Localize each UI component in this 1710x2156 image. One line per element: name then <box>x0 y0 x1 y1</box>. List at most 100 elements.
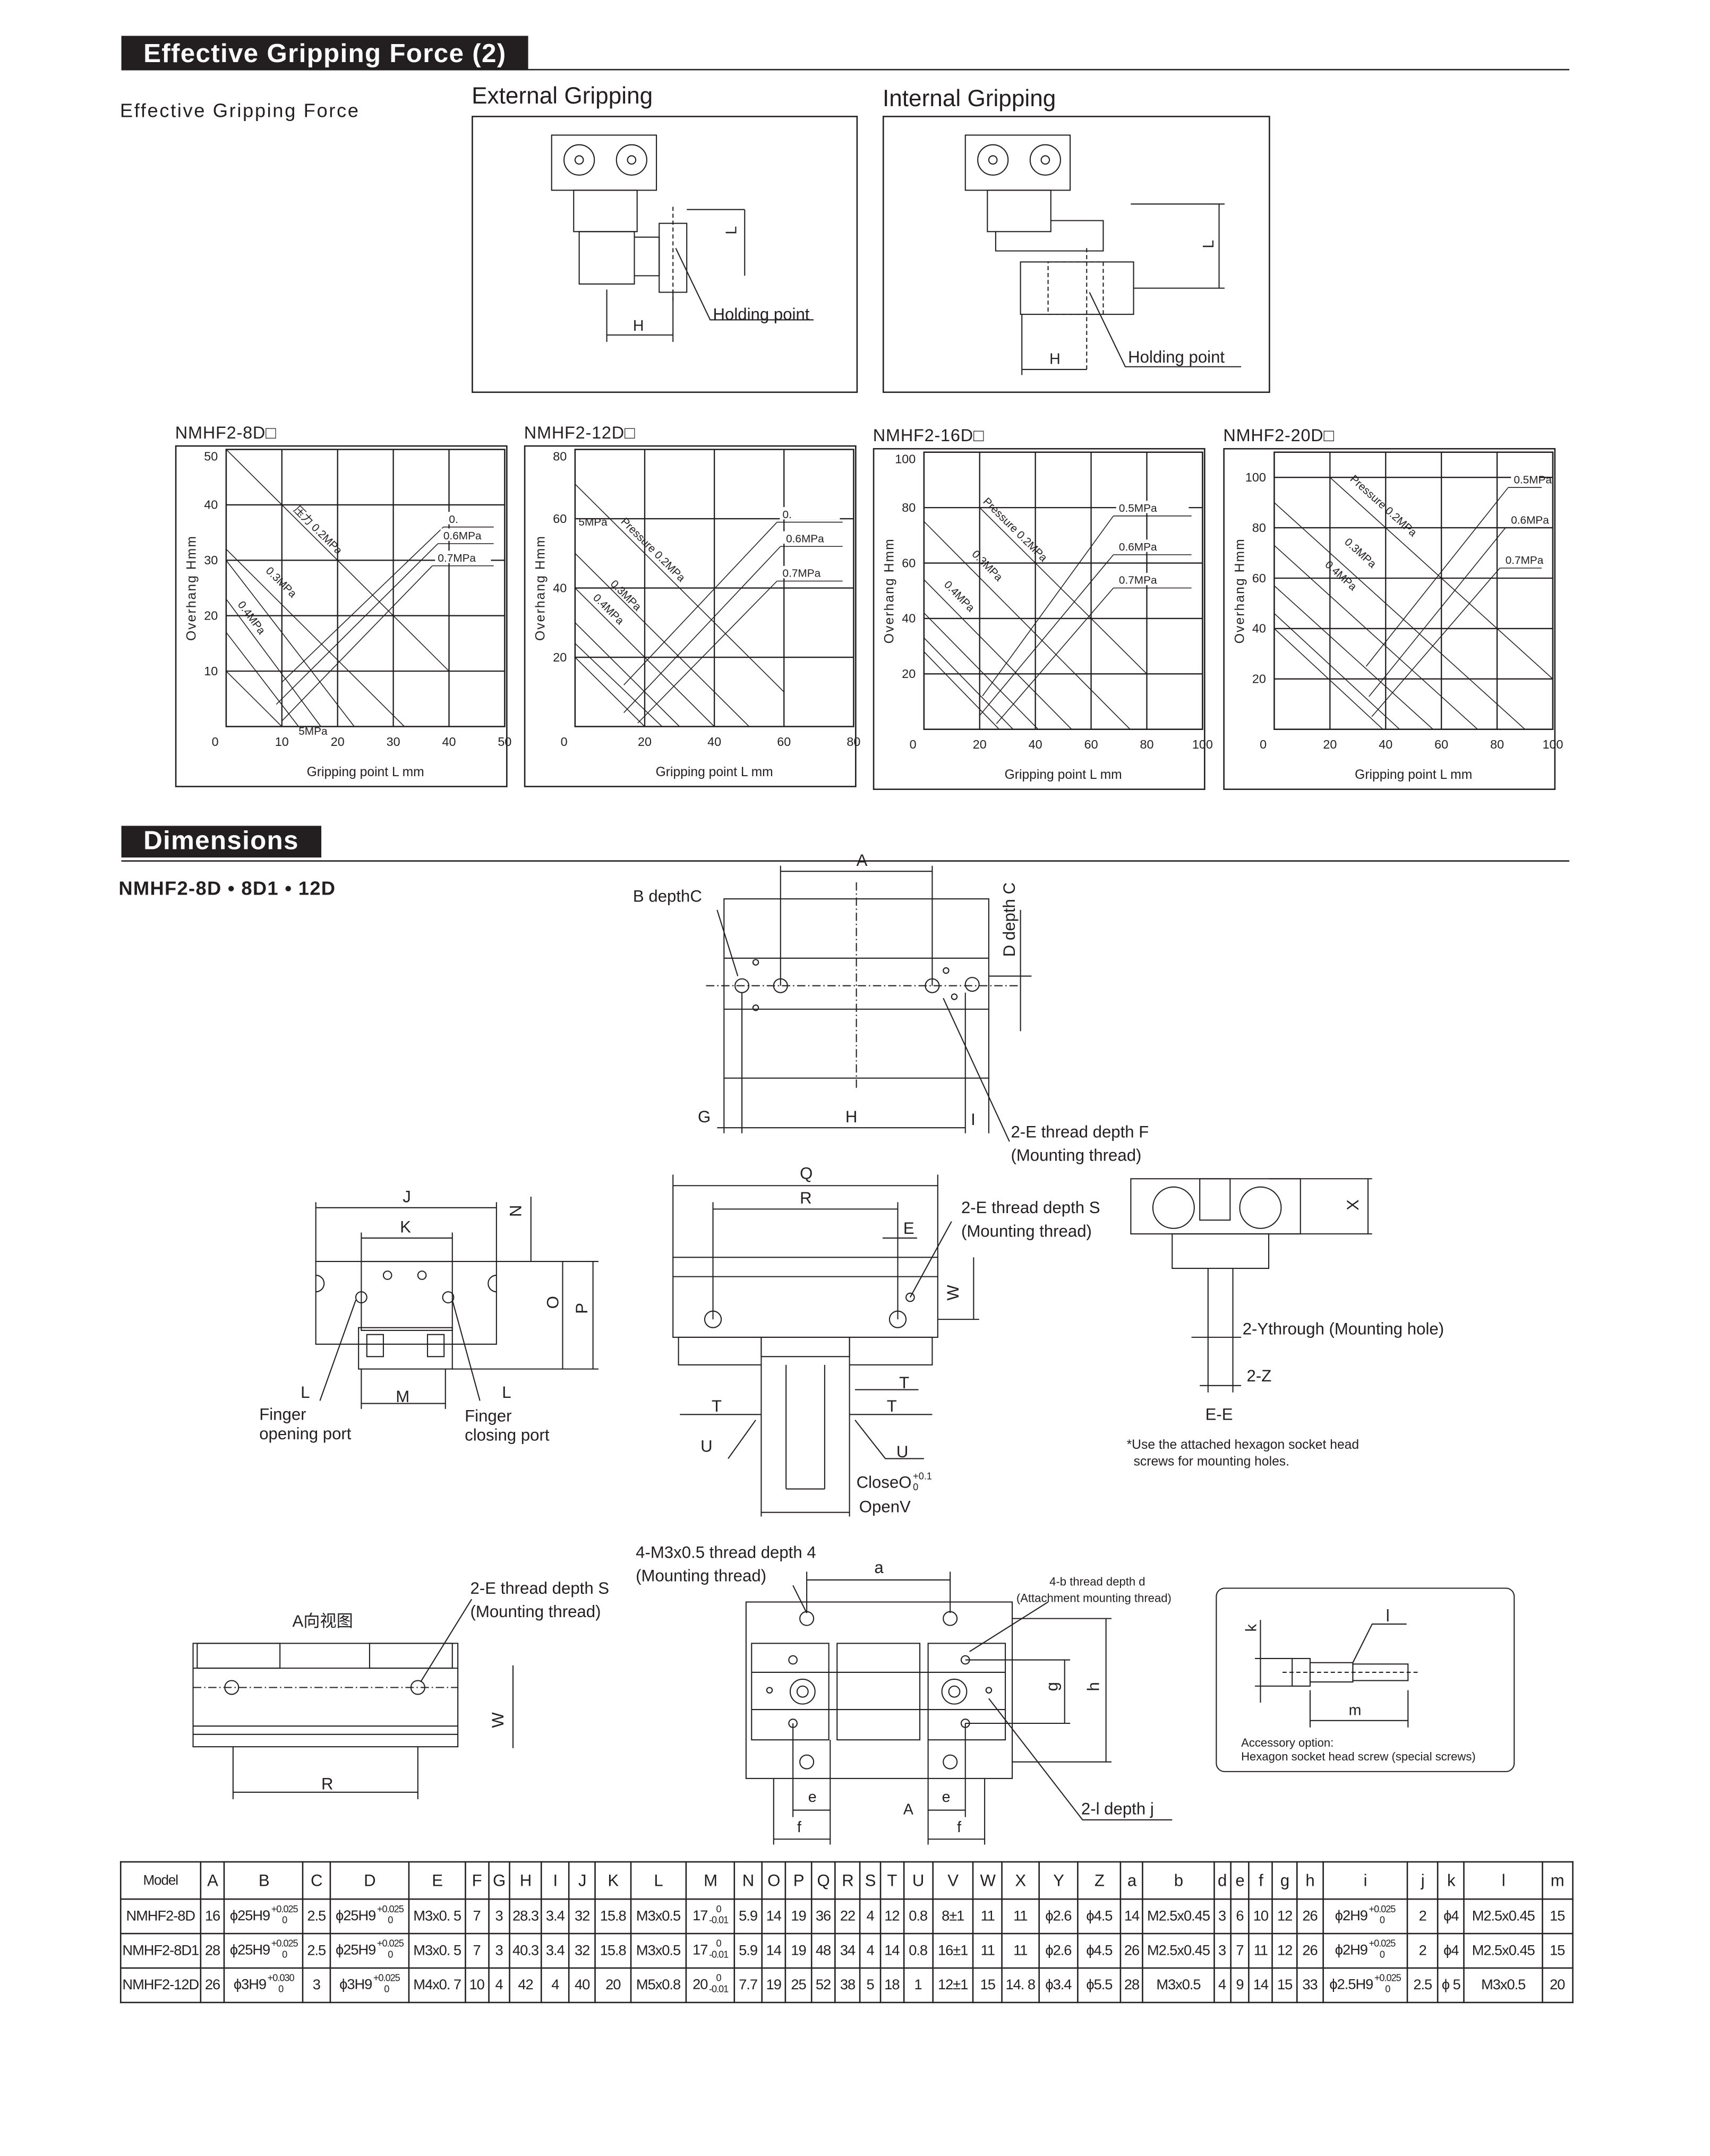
table-cell: 12 <box>1271 1932 1298 1969</box>
x-tick-label: 20 <box>1323 737 1337 751</box>
table-cell: 10 <box>464 1967 490 2004</box>
dim-b-depth: B depthC <box>632 886 702 906</box>
table-cell: 20 <box>595 1967 631 2004</box>
column-header: Y <box>1038 1861 1079 1900</box>
series-line-0.4MPa-c <box>226 671 283 727</box>
table-cell: ϕ3.4 <box>1038 1967 1079 2004</box>
column-header: B <box>224 1861 304 1900</box>
series-label: 0.6MPa <box>786 532 824 545</box>
table-cell: 3 <box>1212 1898 1232 1935</box>
x-tick-label: 60 <box>777 735 791 749</box>
column-header: H <box>508 1861 543 1900</box>
table-cell: ϕ4 <box>1437 1932 1466 1969</box>
table-cell: 3.4 <box>541 1898 570 1935</box>
dim-r: R <box>800 1188 812 1208</box>
y-tick-label: 30 <box>204 553 218 567</box>
table-cell: M3x0.5 <box>629 1932 687 1969</box>
table-cell: M2.5x0.45 <box>1464 1932 1543 1969</box>
plot-area <box>1273 451 1554 731</box>
dim-e-left: e <box>808 1789 817 1806</box>
chart-title: NMHF2-20D□ <box>1223 426 1335 445</box>
table-cell: 4 <box>859 1932 881 1969</box>
table-cell: 6 <box>1229 1898 1250 1935</box>
series-line-0.7MPa <box>996 588 1114 724</box>
table-cell: 52 <box>810 1967 836 2004</box>
accessory-box <box>1216 1587 1515 1772</box>
table-cell: 33 <box>1296 1967 1323 2004</box>
aview-mounting-label: (Mounting thread) <box>470 1602 601 1621</box>
table-cell: 7 <box>464 1932 490 1969</box>
column-header: C <box>302 1861 331 1900</box>
series-line-0.4MPa-c <box>924 651 1000 730</box>
series-line-0.4MPa <box>924 612 1039 730</box>
table-cell: 26 <box>1296 1898 1323 1935</box>
internal-gripping-title: Internal Gripping <box>882 85 1056 112</box>
x-tick-label: 20 <box>973 737 987 751</box>
label-bg <box>1511 472 1540 485</box>
table-cell: M2.5x0.45 <box>1142 1898 1215 1935</box>
table-cell: 8±1 <box>931 1898 974 1935</box>
series-label: 0.5MPa <box>1514 474 1552 486</box>
series-line-0.3MPa <box>1273 502 1526 730</box>
y-tick-label: 20 <box>902 667 916 681</box>
table-cell: 32 <box>568 1932 596 1969</box>
table-cell: 14 <box>1119 1898 1144 1935</box>
dim-q: Q <box>800 1163 813 1183</box>
series-label: 0.3MPa <box>263 564 299 600</box>
column-header: W <box>972 1861 1003 1900</box>
y-tick-label: 20 <box>553 650 567 664</box>
table-cell: 7 <box>1229 1932 1250 1969</box>
table-cell: M2.5x0.45 <box>1464 1898 1543 1935</box>
x-tick-label: 40 <box>1379 737 1392 751</box>
external-gripping-title: External Gripping <box>472 82 653 109</box>
internal-gripping-diagram <box>882 116 1270 393</box>
table-cell: 7 <box>464 1898 490 1935</box>
series-line-0.4MPa-c <box>1273 628 1383 730</box>
x-axis-label: Gripping point L mm <box>656 765 773 779</box>
table-cell: M4x0. 7 <box>408 1967 466 2004</box>
bottom-view-drawing <box>745 1571 1173 1845</box>
dim-w-aview: W <box>488 1712 508 1728</box>
mounting-note-1: *Use the attached hexagon socket head <box>1126 1438 1360 1454</box>
table-cell: 0.8 <box>903 1932 934 1969</box>
dim-g: G <box>697 1107 711 1127</box>
dim-i: I <box>971 1110 976 1129</box>
column-header: T <box>879 1861 904 1900</box>
table-cell: 9 <box>1229 1967 1250 2004</box>
series-line-0.3MPa <box>226 548 405 727</box>
attachment-thread-label: (Attachment mounting thread) <box>1016 1591 1172 1605</box>
series-line-0.7MPa <box>1371 568 1500 717</box>
y-tick-label: 50 <box>204 449 218 463</box>
y-tick-label: 20 <box>1252 672 1266 686</box>
y-tick-label: 60 <box>553 512 567 526</box>
aview-e-thread-label: 2-E thread depth S <box>470 1578 610 1598</box>
table-cell: NMHF2-8D <box>119 1898 201 1935</box>
x-tick-label: 60 <box>1434 737 1448 751</box>
table-cell: 14 <box>1248 1967 1273 2004</box>
table-cell: 18 <box>879 1967 904 2004</box>
column-header: h <box>1296 1861 1323 1900</box>
dim-u-1: U <box>700 1436 713 1456</box>
table-cell: ϕ 5 <box>1437 1967 1466 2004</box>
dim-e: E <box>903 1218 914 1238</box>
column-header: I <box>541 1861 570 1900</box>
gripping-force-label: Effective Gripping Force <box>119 99 360 122</box>
label-bg <box>780 565 840 579</box>
table-cell: 11 <box>1248 1932 1273 1969</box>
series-line-0.6MPa <box>623 546 781 713</box>
y-tick-label: 40 <box>1252 622 1266 635</box>
series-line-0.3MPa-b <box>1273 545 1478 730</box>
series-line-0.6MPa <box>1369 527 1506 697</box>
plot-area <box>225 449 506 727</box>
series-label: 0. <box>449 513 458 526</box>
chart-annotation: 5MPa <box>298 725 328 737</box>
table-cell: 12 <box>879 1898 904 1935</box>
table-cell: 36 <box>810 1898 836 1935</box>
